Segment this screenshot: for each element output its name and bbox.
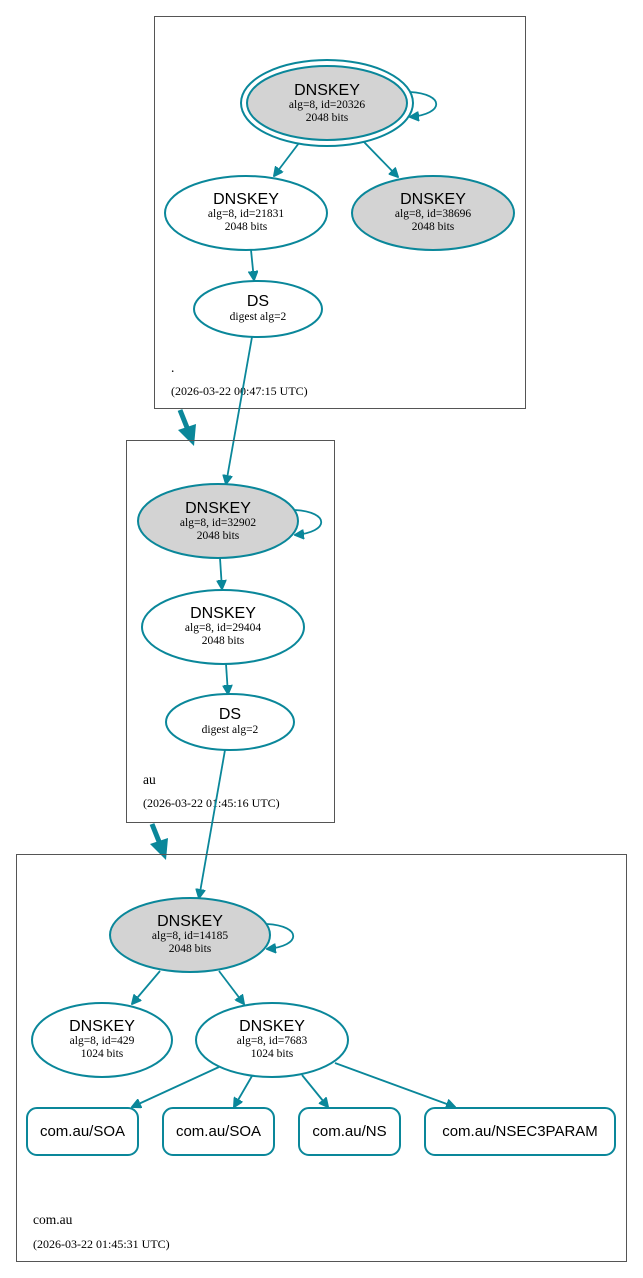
zone-comau-timestamp: (2026-03-22 01:45:31 UTC) bbox=[33, 1237, 170, 1251]
rrset-soa-2[interactable]: com.au/SOA bbox=[162, 1107, 275, 1156]
zone-root: . (2026-03-22 00:47:15 UTC) DNSKEY alg=8… bbox=[154, 16, 526, 409]
zone-comau: com.au (2026-03-22 01:45:31 UTC) DNSKEY … bbox=[16, 854, 627, 1262]
comau-zsk-bits: 1024 bits bbox=[251, 1048, 294, 1060]
au-ksk-ellipse bbox=[137, 483, 299, 559]
root-key3-node[interactable]: DNSKEY alg=8, id=38696 2048 bits bbox=[351, 175, 515, 251]
comau-key429-bits: 1024 bits bbox=[81, 1048, 124, 1060]
root-ksk-outer-ring bbox=[240, 59, 414, 147]
zone-root-name: . bbox=[171, 360, 174, 375]
root-ds-title: DS bbox=[247, 293, 269, 310]
rrset-ns-box bbox=[298, 1107, 401, 1156]
root-to-au-delegation-arrowhead bbox=[178, 424, 196, 446]
rrset-nsec3param-label: com.au/NSEC3PARAM bbox=[442, 1123, 598, 1140]
root-key3-title: DNSKEY bbox=[400, 191, 466, 208]
root-ksk-self-edge bbox=[410, 91, 438, 117]
comau-key429-alg: alg=8, id=429 bbox=[70, 1035, 135, 1047]
comau-zsk-node[interactable]: DNSKEY alg=8, id=7683 1024 bits bbox=[195, 1002, 349, 1078]
au-zsk-bits: 2048 bits bbox=[202, 635, 245, 647]
comau-ksk-node[interactable]: DNSKEY alg=8, id=14185 2048 bits bbox=[109, 897, 271, 973]
comau-ksk-to-key429-edge bbox=[132, 970, 161, 1004]
comau-zsk-to-soa2-edge bbox=[234, 1075, 253, 1107]
au-ds-digest: digest alg=2 bbox=[202, 724, 259, 736]
au-ds-title: DS bbox=[219, 706, 241, 723]
comau-zsk-title: DNSKEY bbox=[239, 1018, 305, 1035]
root-ksk-alg: alg=8, id=20326 bbox=[289, 99, 365, 111]
au-zsk-to-ds-edge bbox=[226, 663, 228, 694]
au-ksk-node[interactable]: DNSKEY alg=8, id=32902 2048 bits bbox=[137, 483, 299, 559]
au-ds-node[interactable]: DS digest alg=2 bbox=[165, 693, 295, 751]
rrset-soa-1-label: com.au/SOA bbox=[40, 1123, 125, 1140]
root-zsk-ellipse bbox=[164, 175, 328, 251]
au-zsk-node[interactable]: DNSKEY alg=8, id=29404 2048 bits bbox=[141, 589, 305, 665]
au-to-comau-delegation-arrowhead bbox=[150, 838, 168, 860]
root-ksk-title: DNSKEY bbox=[294, 82, 360, 99]
comau-key429-title: DNSKEY bbox=[69, 1018, 135, 1035]
root-ds-to-au-ksk-edge bbox=[226, 336, 253, 484]
root-key3-alg: alg=8, id=38696 bbox=[395, 208, 471, 220]
rrset-soa-2-box bbox=[162, 1107, 275, 1156]
root-zsk-to-ds-edge bbox=[251, 249, 254, 280]
root-zsk-title: DNSKEY bbox=[213, 191, 279, 208]
rrset-nsec3param[interactable]: com.au/NSEC3PARAM bbox=[424, 1107, 616, 1156]
comau-key429-ellipse bbox=[31, 1002, 173, 1078]
comau-ksk-self-edge bbox=[267, 923, 295, 949]
rrset-ns[interactable]: com.au/NS bbox=[298, 1107, 401, 1156]
zone-au-name: au bbox=[143, 772, 156, 787]
comau-zsk-to-nsec3param-edge bbox=[334, 1062, 455, 1107]
root-ksk-to-key3-edge bbox=[363, 141, 398, 177]
zone-au-timestamp: (2026-03-22 01:45:16 UTC) bbox=[143, 796, 280, 810]
au-ksk-self-edge bbox=[295, 509, 323, 535]
au-ksk-to-zsk-edge bbox=[220, 557, 222, 589]
root-zsk-alg: alg=8, id=21831 bbox=[208, 208, 284, 220]
comau-key429-node[interactable]: DNSKEY alg=8, id=429 1024 bits bbox=[31, 1002, 173, 1078]
root-zsk-bits: 2048 bits bbox=[225, 221, 268, 233]
au-ksk-alg: alg=8, id=32902 bbox=[180, 517, 256, 529]
root-ksk-to-zsk-edge bbox=[274, 142, 300, 176]
root-ksk-node[interactable]: DNSKEY alg=8, id=20326 2048 bits bbox=[240, 59, 414, 147]
root-ds-digest: digest alg=2 bbox=[230, 311, 287, 323]
zone-root-box bbox=[154, 16, 526, 409]
au-zsk-alg: alg=8, id=29404 bbox=[185, 622, 261, 634]
zone-au: au (2026-03-22 01:45:16 UTC) DNSKEY alg=… bbox=[126, 440, 335, 823]
au-ksk-bits: 2048 bits bbox=[197, 530, 240, 542]
comau-zsk-ellipse bbox=[195, 1002, 349, 1078]
zone-comau-box bbox=[16, 854, 627, 1262]
comau-ksk-to-zsk-edge bbox=[218, 970, 244, 1004]
comau-zsk-alg: alg=8, id=7683 bbox=[237, 1035, 308, 1047]
root-ds-node[interactable]: DS digest alg=2 bbox=[193, 280, 323, 338]
rrset-nsec3param-box bbox=[424, 1107, 616, 1156]
root-ksk-ellipse bbox=[246, 65, 408, 141]
zone-root-timestamp: (2026-03-22 00:47:15 UTC) bbox=[171, 384, 308, 398]
comau-ksk-title: DNSKEY bbox=[157, 913, 223, 930]
root-zsk-node[interactable]: DNSKEY alg=8, id=21831 2048 bits bbox=[164, 175, 328, 251]
comau-ksk-ellipse bbox=[109, 897, 271, 973]
root-key3-bits: 2048 bits bbox=[412, 221, 455, 233]
rrset-ns-label: com.au/NS bbox=[312, 1123, 386, 1140]
au-ksk-title: DNSKEY bbox=[185, 500, 251, 517]
zone-comau-name: com.au bbox=[33, 1212, 73, 1227]
rrset-soa-2-label: com.au/SOA bbox=[176, 1123, 261, 1140]
root-key3-ellipse bbox=[351, 175, 515, 251]
rrset-soa-1-box bbox=[26, 1107, 139, 1156]
au-ds-to-comau-ksk-edge bbox=[199, 749, 226, 898]
root-to-au-delegation-arrow bbox=[177, 409, 191, 431]
au-to-comau-delegation-arrow bbox=[149, 823, 163, 845]
comau-zsk-to-ns-edge bbox=[301, 1074, 328, 1107]
comau-zsk-to-soa1-edge bbox=[132, 1066, 220, 1107]
comau-ksk-alg: alg=8, id=14185 bbox=[152, 930, 228, 942]
au-zsk-title: DNSKEY bbox=[190, 605, 256, 622]
comau-ksk-bits: 2048 bits bbox=[169, 943, 212, 955]
rrset-soa-1[interactable]: com.au/SOA bbox=[26, 1107, 139, 1156]
zone-au-box bbox=[126, 440, 335, 823]
root-ksk-bits: 2048 bits bbox=[306, 112, 349, 124]
